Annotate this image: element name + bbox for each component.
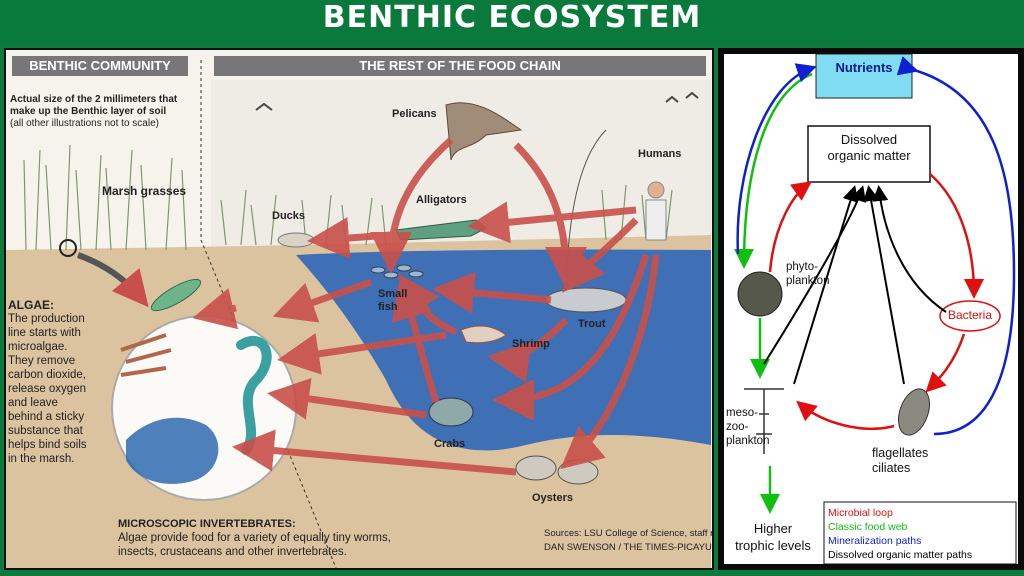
legend-box bbox=[823, 501, 1017, 564]
slide-title: BENTHIC ECOSYSTEM bbox=[0, 0, 1024, 44]
invertebrates-text-line1: Algae provide food for a variety of equa… bbox=[118, 532, 391, 544]
actual-size-note-line1: Actual size of the 2 millimeters that bbox=[10, 94, 178, 105]
crabs-label: Crabs bbox=[434, 438, 466, 450]
food-chain-drawing bbox=[6, 60, 711, 568]
mesozooplankton-label: meso- zoo- plankton bbox=[726, 406, 769, 448]
algae-text-line: line starts with bbox=[8, 327, 81, 339]
algae-label: ALGAE: bbox=[8, 298, 54, 312]
duck-drawing bbox=[277, 232, 315, 248]
flagellates-label-line: ciliates bbox=[872, 461, 911, 475]
ducks-label: Ducks bbox=[272, 210, 306, 222]
invertebrates-label: MICROSCOPIC INVERTEBRATES: bbox=[118, 518, 296, 530]
legend-classic-food-web: Classic food web bbox=[828, 521, 908, 533]
trout-label: Trout bbox=[578, 318, 606, 330]
microbial-loop-diagram: Nutrients Dissolved organic matter phyto… bbox=[718, 48, 1024, 570]
shrimp-label: Shrimp bbox=[512, 338, 550, 350]
dom-label-line: Dissolved bbox=[840, 132, 898, 147]
algae-text-line: carbon dioxide, bbox=[8, 369, 86, 381]
algae-text-line: The production bbox=[8, 313, 85, 325]
humans-label: Humans bbox=[638, 148, 682, 160]
trout-drawing bbox=[545, 287, 627, 313]
food-chain-arrows bbox=[192, 137, 660, 476]
phytoplankton-drawing bbox=[737, 271, 783, 317]
legend-mineralization: Mineralization paths bbox=[828, 535, 922, 547]
legend: Microbial loop Classic food web Minerali… bbox=[828, 506, 972, 562]
actual-size-note-line3: (all other illustrations not to scale) bbox=[10, 118, 159, 129]
oysters-label: Oysters bbox=[532, 492, 573, 504]
diatom-drawing bbox=[120, 333, 172, 377]
legend-dom-paths: Dissolved organic matter paths bbox=[828, 549, 973, 561]
dom-box bbox=[807, 125, 931, 183]
dom-label-line: organic matter bbox=[827, 148, 911, 163]
shrimp-drawing bbox=[460, 325, 507, 344]
mesozooplankton-label-line: meso- bbox=[726, 407, 758, 419]
algae-text-line: They remove bbox=[8, 355, 76, 367]
dom-label: Dissolved organic matter bbox=[808, 132, 930, 164]
higher-trophic-label-line: Higher bbox=[753, 521, 793, 536]
higher-trophic-label-line: trophic levels bbox=[735, 538, 811, 553]
phytoplankton-label: phyto- plankton bbox=[786, 260, 829, 288]
legend-microbial-loop: Microbial loop bbox=[828, 507, 893, 519]
algae-description: The production line starts with microalg… bbox=[8, 312, 87, 466]
nutrients-box bbox=[815, 54, 913, 99]
invertebrates-text-line2: insects, crustaceans and other invertebr… bbox=[118, 546, 347, 558]
phytoplankton-label-line: phyto- bbox=[786, 261, 818, 273]
bacteria-ellipse bbox=[939, 300, 1001, 332]
mesozooplankton-label-line: zoo- bbox=[726, 421, 749, 433]
algae-text-line: behind a sticky bbox=[8, 411, 85, 423]
oyster-drawing bbox=[515, 455, 557, 481]
sources-text: Sources: LSU College of Science, staff r… bbox=[544, 528, 714, 539]
mesozooplankton-drawing bbox=[744, 388, 784, 454]
invertebrate-drawing bbox=[126, 417, 219, 484]
mesozooplankton-label-line: plankton bbox=[726, 435, 770, 447]
pelican-drawing bbox=[445, 102, 523, 161]
food-chain-illustration: BENTHIC COMMUNITY THE REST OF THE FOOD C… bbox=[4, 48, 714, 570]
algae-text-line: and leave bbox=[8, 397, 58, 409]
marsh-grasses-label: Marsh grasses bbox=[102, 184, 187, 198]
crab-drawing bbox=[428, 397, 474, 427]
human-drawing bbox=[645, 199, 667, 241]
nutrients-label: Nutrients bbox=[835, 60, 893, 75]
algae-text-line: release oxygen bbox=[8, 383, 86, 395]
phytoplankton-label-line: plankton bbox=[786, 275, 830, 287]
flagellate-drawing bbox=[897, 388, 931, 436]
flagellates-label: flagellates ciliates bbox=[872, 446, 928, 476]
higher-trophic-label: Higher trophic levels bbox=[728, 520, 818, 554]
algae-text-line: helps bind soils bbox=[8, 439, 87, 451]
alligators-label: Alligators bbox=[416, 194, 467, 206]
credit-text: DAN SWENSON / THE TIMES-PICAYUNE bbox=[544, 542, 714, 553]
microbial-loop-drawing bbox=[734, 54, 1017, 564]
benthic-community-header: BENTHIC COMMUNITY bbox=[12, 56, 188, 76]
algae-text-line: in the marsh. bbox=[8, 453, 75, 465]
small-fish-label: Small fish bbox=[378, 288, 408, 314]
actual-size-note-line2: make up the Benthic layer of soil bbox=[10, 106, 167, 117]
food-chain-header: THE REST OF THE FOOD CHAIN bbox=[214, 56, 706, 76]
flagellates-label-line: flagellates bbox=[872, 446, 929, 460]
algae-text-line: substance that bbox=[8, 425, 83, 437]
bacteria-label: Bacteria bbox=[947, 308, 993, 322]
algae-drawing bbox=[150, 278, 202, 312]
algae-text-line: microalgae. bbox=[8, 341, 68, 353]
pelicans-label: Pelicans bbox=[392, 108, 437, 120]
